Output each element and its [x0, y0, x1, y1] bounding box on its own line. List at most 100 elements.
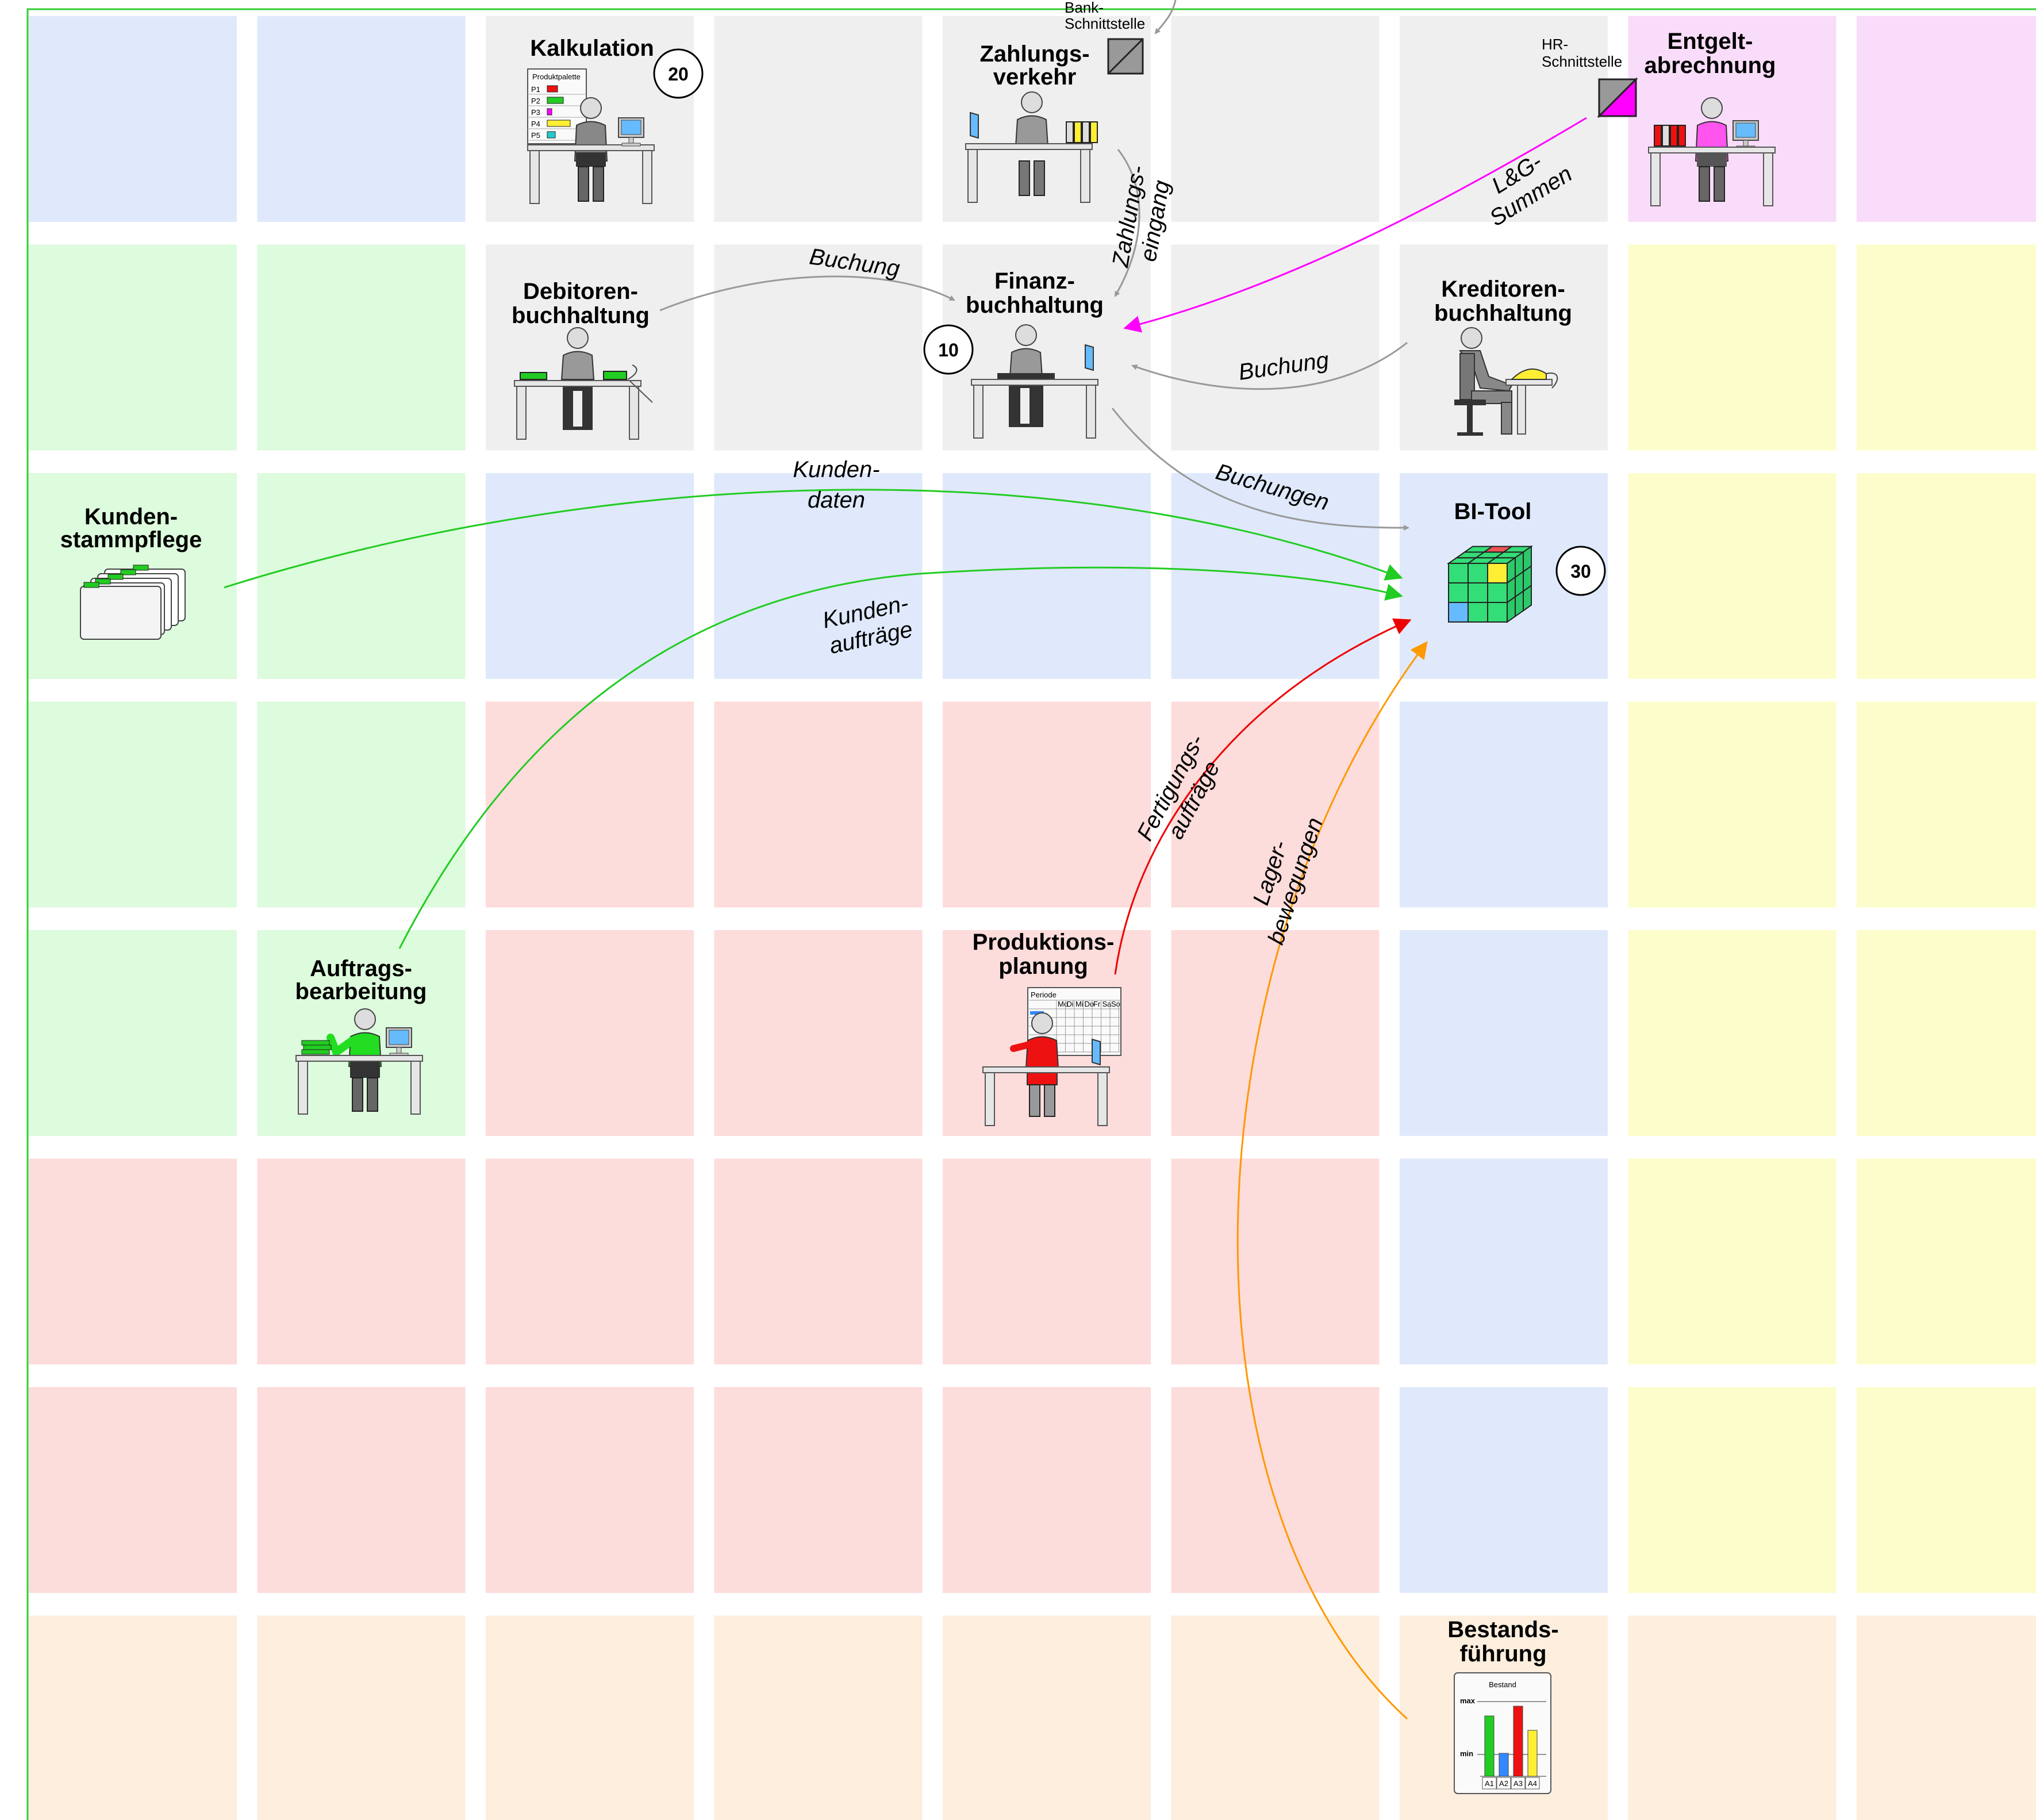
grid-cell-r2-c1 [29, 244, 237, 451]
stock-bar-label: A2 [1499, 1779, 1508, 1788]
node-produktion-title-2: planung [998, 954, 1088, 979]
node-finanz-title-2: buchhaltung [966, 293, 1104, 318]
grid-cell-r7-c1 [29, 1387, 237, 1593]
palette-row-label: P1 [531, 85, 540, 94]
node-auftragsbearbeitung[interactable]: Auftrags- bearbeitung [295, 956, 427, 1115]
node-zahlungsverkehr[interactable]: Zahlungs- verkehr [965, 41, 1098, 203]
palette-row-label: P3 [531, 108, 540, 117]
outer-frame [26, 8, 2036, 1820]
bank-interface[interactable]: Bank- Schnittstelle [1065, 0, 1145, 75]
grid-cell-r4-c1 [29, 701, 237, 908]
grid-cell-r8-c1 [29, 1615, 237, 1820]
palette-title: Produktpalette [532, 72, 581, 81]
flow-kundendaten: Kunden- daten [224, 457, 1403, 589]
calendar-day-label: Fr [1093, 1000, 1101, 1008]
grid-cell-r1-c4 [714, 16, 923, 222]
palette-row-label: P5 [531, 131, 540, 140]
grid-cell-r7-c7 [1400, 1387, 1608, 1593]
stock-chart-max: max [1460, 1696, 1476, 1705]
palette-row-bar [547, 108, 552, 116]
folders-icon [1066, 121, 1098, 143]
stock-chart-min: min [1460, 1749, 1473, 1758]
grid-cell-r3-c3 [486, 473, 694, 679]
grid-cell-r3-c2 [257, 473, 466, 679]
grid-cell-r5-c7 [1400, 930, 1608, 1136]
node-auftrags-title-2: bearbeitung [295, 979, 427, 1004]
grid-cell-r8-c5 [943, 1615, 1151, 1820]
person-finanz-icon [997, 324, 1055, 427]
grid-cell-r6-c8 [1628, 1158, 1837, 1365]
grid-cell-r4-c5 [943, 701, 1151, 908]
calendar-day-label: Mi [1075, 1000, 1084, 1008]
stock-bar-label: A3 [1513, 1779, 1523, 1788]
grid-cell-r2-c4 [714, 244, 923, 451]
bank-interface-label-1: Bank- [1065, 0, 1104, 16]
bank-interface-label-2: Schnittstelle [1065, 15, 1145, 32]
grid-cell-r5-c9 [1857, 930, 2036, 1136]
node-bestand-title-2: führung [1459, 1641, 1546, 1667]
grid-cell-r7-c8 [1628, 1387, 1837, 1593]
grid-cell-r8-c9 [1857, 1615, 2036, 1820]
grid-cell-r3-c4 [714, 473, 923, 679]
hr-interface-label-1: HR- [1542, 36, 1568, 53]
flow-bank-to-zahlungsverkehr [1154, 0, 1177, 34]
grid-cell-r8-c3 [486, 1615, 694, 1820]
grid-cell-r7-c9 [1857, 1387, 2036, 1593]
grid-cell-r5-c4 [714, 930, 923, 1136]
stock-bar-label: A4 [1528, 1779, 1537, 1788]
grid-cell-r7-c2 [257, 1387, 466, 1593]
grid-cell-r1-c2 [257, 16, 466, 222]
grid-cell-r3-c8 [1628, 473, 1837, 679]
grid-cell-r4-c9 [1857, 701, 2036, 908]
calendar-day-label: Di [1067, 1000, 1074, 1008]
hr-interface-label-2: Schnittstelle [1542, 53, 1622, 70]
grid-cell-r5-c8 [1628, 930, 1837, 1136]
grid-cell-r2-c8 [1628, 244, 1837, 451]
grid-cell-r3-c9 [1857, 473, 2036, 679]
node-finanzbuchhaltung[interactable]: Finanz- buchhaltung 10 [923, 268, 1104, 439]
monitor-side-icon [970, 112, 979, 139]
node-kreditoren-title-1: Kreditoren- [1441, 277, 1565, 302]
grid-cell-r5-c3 [486, 930, 694, 1136]
grid-cell-r1-c8 [1628, 16, 1837, 222]
hr-interface-icon [1597, 77, 1638, 118]
person-kreditoren-icon [1454, 327, 1513, 436]
person-auftrags-icon [326, 1008, 382, 1112]
stock-bar-label: A1 [1485, 1779, 1494, 1788]
calendar-title: Periode [1031, 990, 1057, 999]
grid-cell-r7-c5 [943, 1387, 1151, 1593]
flow-label-kundendaten-1: Kunden- [793, 457, 879, 482]
node-bitool[interactable]: BI-Tool 30 [1446, 499, 1606, 623]
grid-cell-r1-c7 [1400, 16, 1608, 222]
grid-cell-r1-c3 [486, 16, 694, 222]
badge-30-text: 30 [1570, 561, 1591, 582]
olap-cube-icon [1446, 545, 1534, 623]
hr-interface[interactable]: HR- Schnittstelle [1542, 36, 1638, 118]
grid-cell-r6-c5 [943, 1158, 1151, 1365]
badge-10: 10 [923, 324, 974, 375]
grid-cell-r6-c6 [1171, 1158, 1380, 1365]
green-papers-icon [301, 1040, 332, 1055]
node-kundenstammpflege[interactable]: Kunden- stammpflege [60, 504, 202, 640]
grid-cell-r1-c6 [1171, 16, 1380, 222]
node-kreditorenbuchhaltung[interactable]: Kreditoren- buchhaltung [1434, 277, 1572, 436]
node-kreditoren-title-2: buchhaltung [1434, 301, 1572, 326]
palette-row-bar [547, 131, 556, 139]
palette-row-bar [547, 120, 571, 127]
grid-cell-r1-c9 [1857, 16, 2036, 222]
palette-row-bar [547, 97, 564, 104]
grid-cell-r6-c9 [1857, 1158, 2036, 1365]
node-debitorenbuchhaltung[interactable]: Debitoren- buchhaltung [512, 279, 653, 440]
stock-chart-title: Bestand [1489, 1680, 1516, 1689]
node-entgeltabrechnung[interactable]: Entgelt- abrechnung [1645, 29, 1776, 206]
calendar-day-label: Sa [1102, 1000, 1112, 1008]
grid-cell-r5-c6 [1171, 930, 1380, 1136]
node-bitool-title: BI-Tool [1454, 499, 1532, 524]
grid-cell-r7-c3 [486, 1387, 694, 1593]
stock-bar-a3 [1513, 1706, 1523, 1777]
node-kalkulation-title: Kalkulation [530, 36, 654, 61]
